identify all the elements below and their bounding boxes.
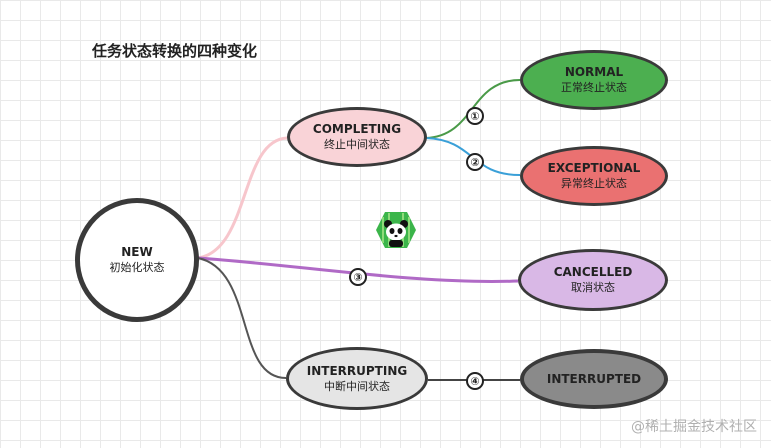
node-cancelled-label: CANCELLED: [553, 265, 633, 279]
node-interrupting-label: INTERRUPTING: [306, 363, 408, 378]
node-normal: NORMAL 正常终止状态: [520, 50, 668, 110]
node-completing: COMPLETING 终止中间状态: [287, 107, 427, 167]
watermark-text: @稀土掘金技术社区: [631, 419, 757, 435]
node-cancelled: CANCELLED 取消状态: [518, 249, 668, 311]
marker-3: ③: [349, 268, 367, 286]
edge-new-interrupting: [197, 257, 287, 379]
node-interrupted: INTERRUPTED: [520, 349, 668, 409]
edge-new-completing: [197, 136, 288, 260]
marker-4: ④: [466, 372, 484, 390]
node-cancelled-sublabel: 取消状态: [571, 281, 615, 294]
node-normal-sublabel: 正常终止状态: [561, 81, 627, 94]
node-exceptional: EXCEPTIONAL 异常终止状态: [520, 146, 668, 206]
node-exceptional-sublabel: 异常终止状态: [561, 177, 627, 190]
marker-2: ②: [466, 153, 484, 171]
node-interrupting-sublabel: 中断中间状态: [324, 379, 390, 393]
diagram-title: 任务状态转换的四种变化: [92, 42, 258, 60]
node-completing-label: COMPLETING: [312, 122, 402, 136]
node-new: NEW 初始化状态: [75, 198, 199, 322]
marker-1: ①: [466, 107, 484, 125]
node-exceptional-label: EXCEPTIONAL: [547, 161, 641, 175]
node-new-label: NEW: [121, 245, 153, 259]
node-new-sublabel: 初始化状态: [109, 261, 165, 274]
node-interrupted-label: INTERRUPTED: [546, 372, 642, 386]
node-completing-sublabel: 终止中间状态: [324, 138, 390, 151]
node-interrupting: INTERRUPTING 中断中间状态: [286, 347, 428, 410]
node-normal-label: NORMAL: [564, 65, 624, 79]
panda-logo-icon: [376, 212, 416, 248]
